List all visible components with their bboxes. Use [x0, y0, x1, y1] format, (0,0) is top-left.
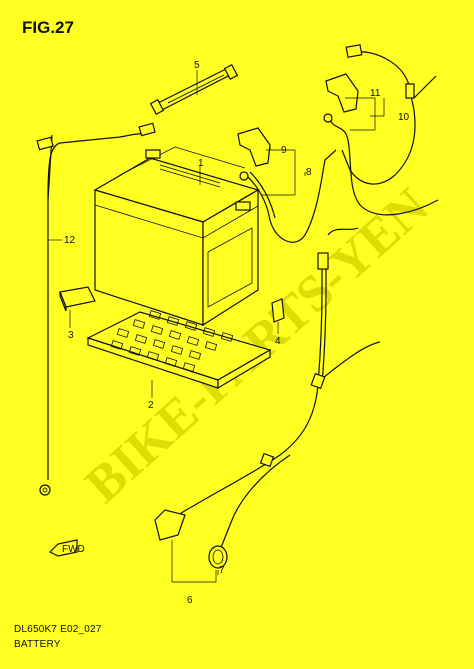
- part-lead-wire[interactable]: [36, 122, 156, 496]
- callout-5: 5: [194, 60, 200, 71]
- part-pad[interactable]: [59, 286, 96, 312]
- leader-lines: [48, 70, 385, 583]
- part-cable-10[interactable]: [323, 44, 439, 236]
- callout-4: 4: [275, 336, 281, 347]
- callout-8: 8: [306, 167, 312, 178]
- callout-2: 2: [148, 400, 154, 411]
- callout-6: 6: [187, 595, 193, 606]
- part-cushion[interactable]: [271, 298, 285, 323]
- callout-7: 7: [219, 565, 225, 576]
- callout-1: 1: [198, 158, 204, 169]
- callout-10: 10: [398, 112, 410, 123]
- figure-title: FIG.27: [22, 18, 74, 37]
- drawing-code: DL650K7 E02_027: [14, 624, 102, 635]
- forward-label: FWD: [62, 544, 85, 555]
- callout-3: 3: [68, 330, 74, 341]
- part-cable-6[interactable]: [154, 252, 381, 551]
- callout-9: 9: [281, 145, 287, 156]
- callout-11: 11: [370, 88, 381, 99]
- part-battery[interactable]: [93, 146, 260, 327]
- part-cable-8[interactable]: [239, 149, 337, 243]
- part-terminal-cap-9[interactable]: [237, 127, 271, 167]
- part-battery-tray[interactable]: [86, 310, 272, 390]
- part-grommet-7[interactable]: [208, 545, 228, 569]
- forward-direction-arrow: FWD: [48, 539, 85, 557]
- callout-12: 12: [64, 235, 76, 246]
- figure-caption: BATTERY: [14, 639, 61, 650]
- part-terminal-cap-11[interactable]: [325, 73, 359, 113]
- part-battery-strap[interactable]: [149, 64, 239, 115]
